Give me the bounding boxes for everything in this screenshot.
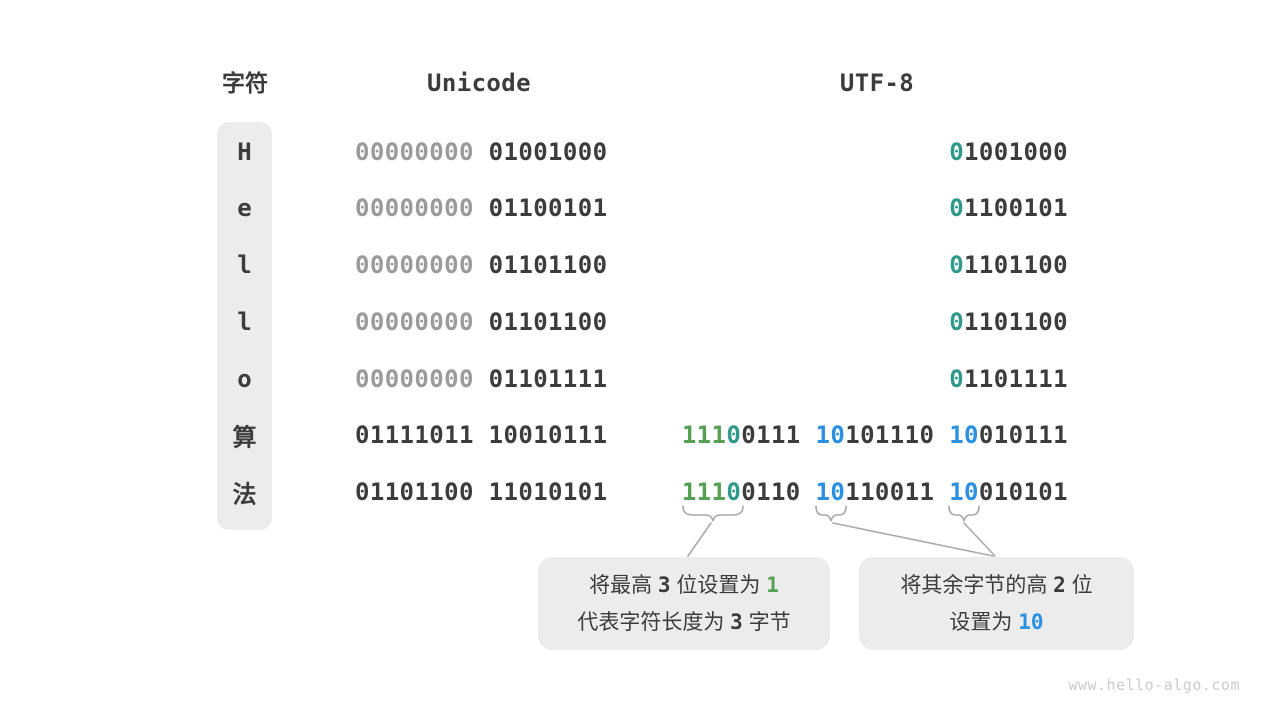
bit-segment: 010111 bbox=[978, 421, 1068, 450]
bit-segment: 111 bbox=[681, 478, 727, 506]
bit-segment: 01100101 bbox=[488, 194, 608, 223]
bit-segment: 11010101 bbox=[488, 478, 608, 506]
bit-segment: 1001000 bbox=[964, 137, 1068, 166]
bit-segment: 1101100 bbox=[964, 251, 1068, 279]
bit-segment: 1100101 bbox=[964, 194, 1068, 223]
bit-segment: 00000000 bbox=[355, 364, 474, 393]
bit-segment: 00000000 bbox=[355, 251, 474, 279]
bit-segment: 设置为 bbox=[949, 610, 1019, 634]
underbrace-high-bits bbox=[682, 505, 744, 522]
column-header-unicode: Unicode bbox=[427, 69, 531, 97]
bit-segment: 字节 bbox=[742, 610, 791, 634]
bit-segment: 将最高 bbox=[589, 573, 658, 597]
character-column-background bbox=[217, 122, 272, 530]
unicode-binary-value: 00000000 01101100 bbox=[355, 251, 607, 279]
character-cell: l bbox=[237, 307, 252, 336]
bit-segment: 00000000 bbox=[355, 137, 474, 166]
utf8-binary-value: 01001000 bbox=[949, 138, 1068, 166]
bit-segment: 101110 bbox=[845, 421, 935, 450]
bit-segment: 01101100 bbox=[488, 307, 608, 336]
bit-segment: 10 bbox=[815, 478, 846, 506]
bit-segment: 01101111 bbox=[488, 364, 608, 393]
bit-segment: 1101100 bbox=[964, 307, 1068, 336]
bit-segment: 3 bbox=[730, 609, 743, 634]
bit-segment: 1 bbox=[766, 572, 779, 597]
callout-text-line: 将最高 3 位设置为 1 bbox=[589, 567, 779, 604]
utf8-binary-value: 01101100 bbox=[949, 251, 1068, 279]
column-header-character: 字符 bbox=[222, 70, 268, 96]
bit-segment: 1101111 bbox=[964, 364, 1068, 393]
bit-segment: 01101100 bbox=[488, 251, 608, 279]
character-cell: o bbox=[237, 364, 252, 393]
callout-text-line: 代表字符长度为 3 字节 bbox=[577, 604, 790, 641]
connector-line-to-callout1 bbox=[687, 522, 712, 557]
unicode-binary-value: 00000000 01101100 bbox=[355, 308, 607, 336]
underbrace-byte2-prefix bbox=[815, 505, 847, 522]
bit-segment: 10 bbox=[949, 421, 979, 450]
bit-segment: 3 bbox=[657, 572, 671, 597]
bit-segment: 10 bbox=[1018, 609, 1044, 634]
bit-segment: 00000000 bbox=[355, 194, 474, 223]
bit-segment: 0 bbox=[949, 137, 965, 166]
column-header-utf8: UTF-8 bbox=[839, 69, 915, 97]
bit-segment: 位 bbox=[1065, 573, 1093, 597]
bit-segment: 01101100 bbox=[355, 478, 474, 506]
callout-continuation-bits-note: 将其余字节的高 2 位设置为 10 bbox=[859, 557, 1134, 650]
utf8-binary-value: 01101111 bbox=[949, 365, 1068, 393]
bit-segment: 0111 bbox=[741, 421, 801, 450]
unicode-binary-value: 00000000 01001000 bbox=[355, 138, 607, 166]
callout-text-line: 将其余字节的高 2 位 bbox=[900, 567, 1092, 604]
callout-text-line: 设置为 10 bbox=[949, 604, 1043, 641]
character-cell: e bbox=[237, 194, 252, 223]
connector-line-byte2-to-callout2 bbox=[832, 522, 994, 557]
bit-segment: 01111011 bbox=[355, 421, 474, 450]
unicode-binary-value: 01111011 10010111 bbox=[355, 421, 607, 449]
bit-segment: 0 bbox=[949, 251, 965, 279]
unicode-binary-value: 01101100 11010101 bbox=[355, 478, 607, 506]
bit-segment: 将其余字节的高 bbox=[900, 573, 1054, 597]
bit-segment: 位设置为 bbox=[670, 573, 767, 597]
unicode-binary-value: 00000000 01100101 bbox=[355, 194, 607, 222]
utf8-binary-value: 01101100 bbox=[949, 308, 1068, 336]
utf8-binary-value: 11100111 10101110 10010111 bbox=[682, 421, 1068, 449]
bit-segment: 2 bbox=[1053, 572, 1066, 597]
character-cell: l bbox=[237, 251, 252, 279]
character-cell: 法 bbox=[232, 480, 257, 509]
watermark-url: www.hello-algo.com bbox=[1068, 676, 1240, 694]
utf8-binary-value: 11100110 10110011 10010101 bbox=[682, 478, 1068, 506]
bit-segment: 01001000 bbox=[488, 137, 608, 166]
underbrace-byte3-prefix bbox=[948, 505, 980, 522]
bit-segment: 0 bbox=[726, 478, 742, 506]
bit-segment: 10010111 bbox=[488, 421, 608, 450]
bit-segment: 0 bbox=[949, 307, 965, 336]
bit-segment: 00000000 bbox=[355, 307, 474, 336]
character-cell: 算 bbox=[232, 423, 257, 452]
bit-segment: 10 bbox=[815, 421, 846, 450]
bit-segment: 代表字符长度为 bbox=[577, 610, 731, 634]
bit-segment: 0 bbox=[949, 364, 965, 393]
bit-segment: 0 bbox=[949, 194, 965, 223]
bit-segment: 010101 bbox=[978, 478, 1068, 506]
bit-segment: 0110 bbox=[741, 478, 801, 506]
utf8-binary-value: 01100101 bbox=[949, 194, 1068, 222]
unicode-binary-value: 00000000 01101111 bbox=[355, 365, 607, 393]
bit-segment: 10 bbox=[949, 478, 979, 506]
connector-line-byte3-to-callout2 bbox=[963, 522, 996, 557]
bit-segment: 110011 bbox=[845, 478, 935, 506]
character-cell: H bbox=[237, 137, 252, 166]
bit-segment: 0 bbox=[726, 421, 742, 450]
bit-segment: 111 bbox=[681, 421, 727, 450]
